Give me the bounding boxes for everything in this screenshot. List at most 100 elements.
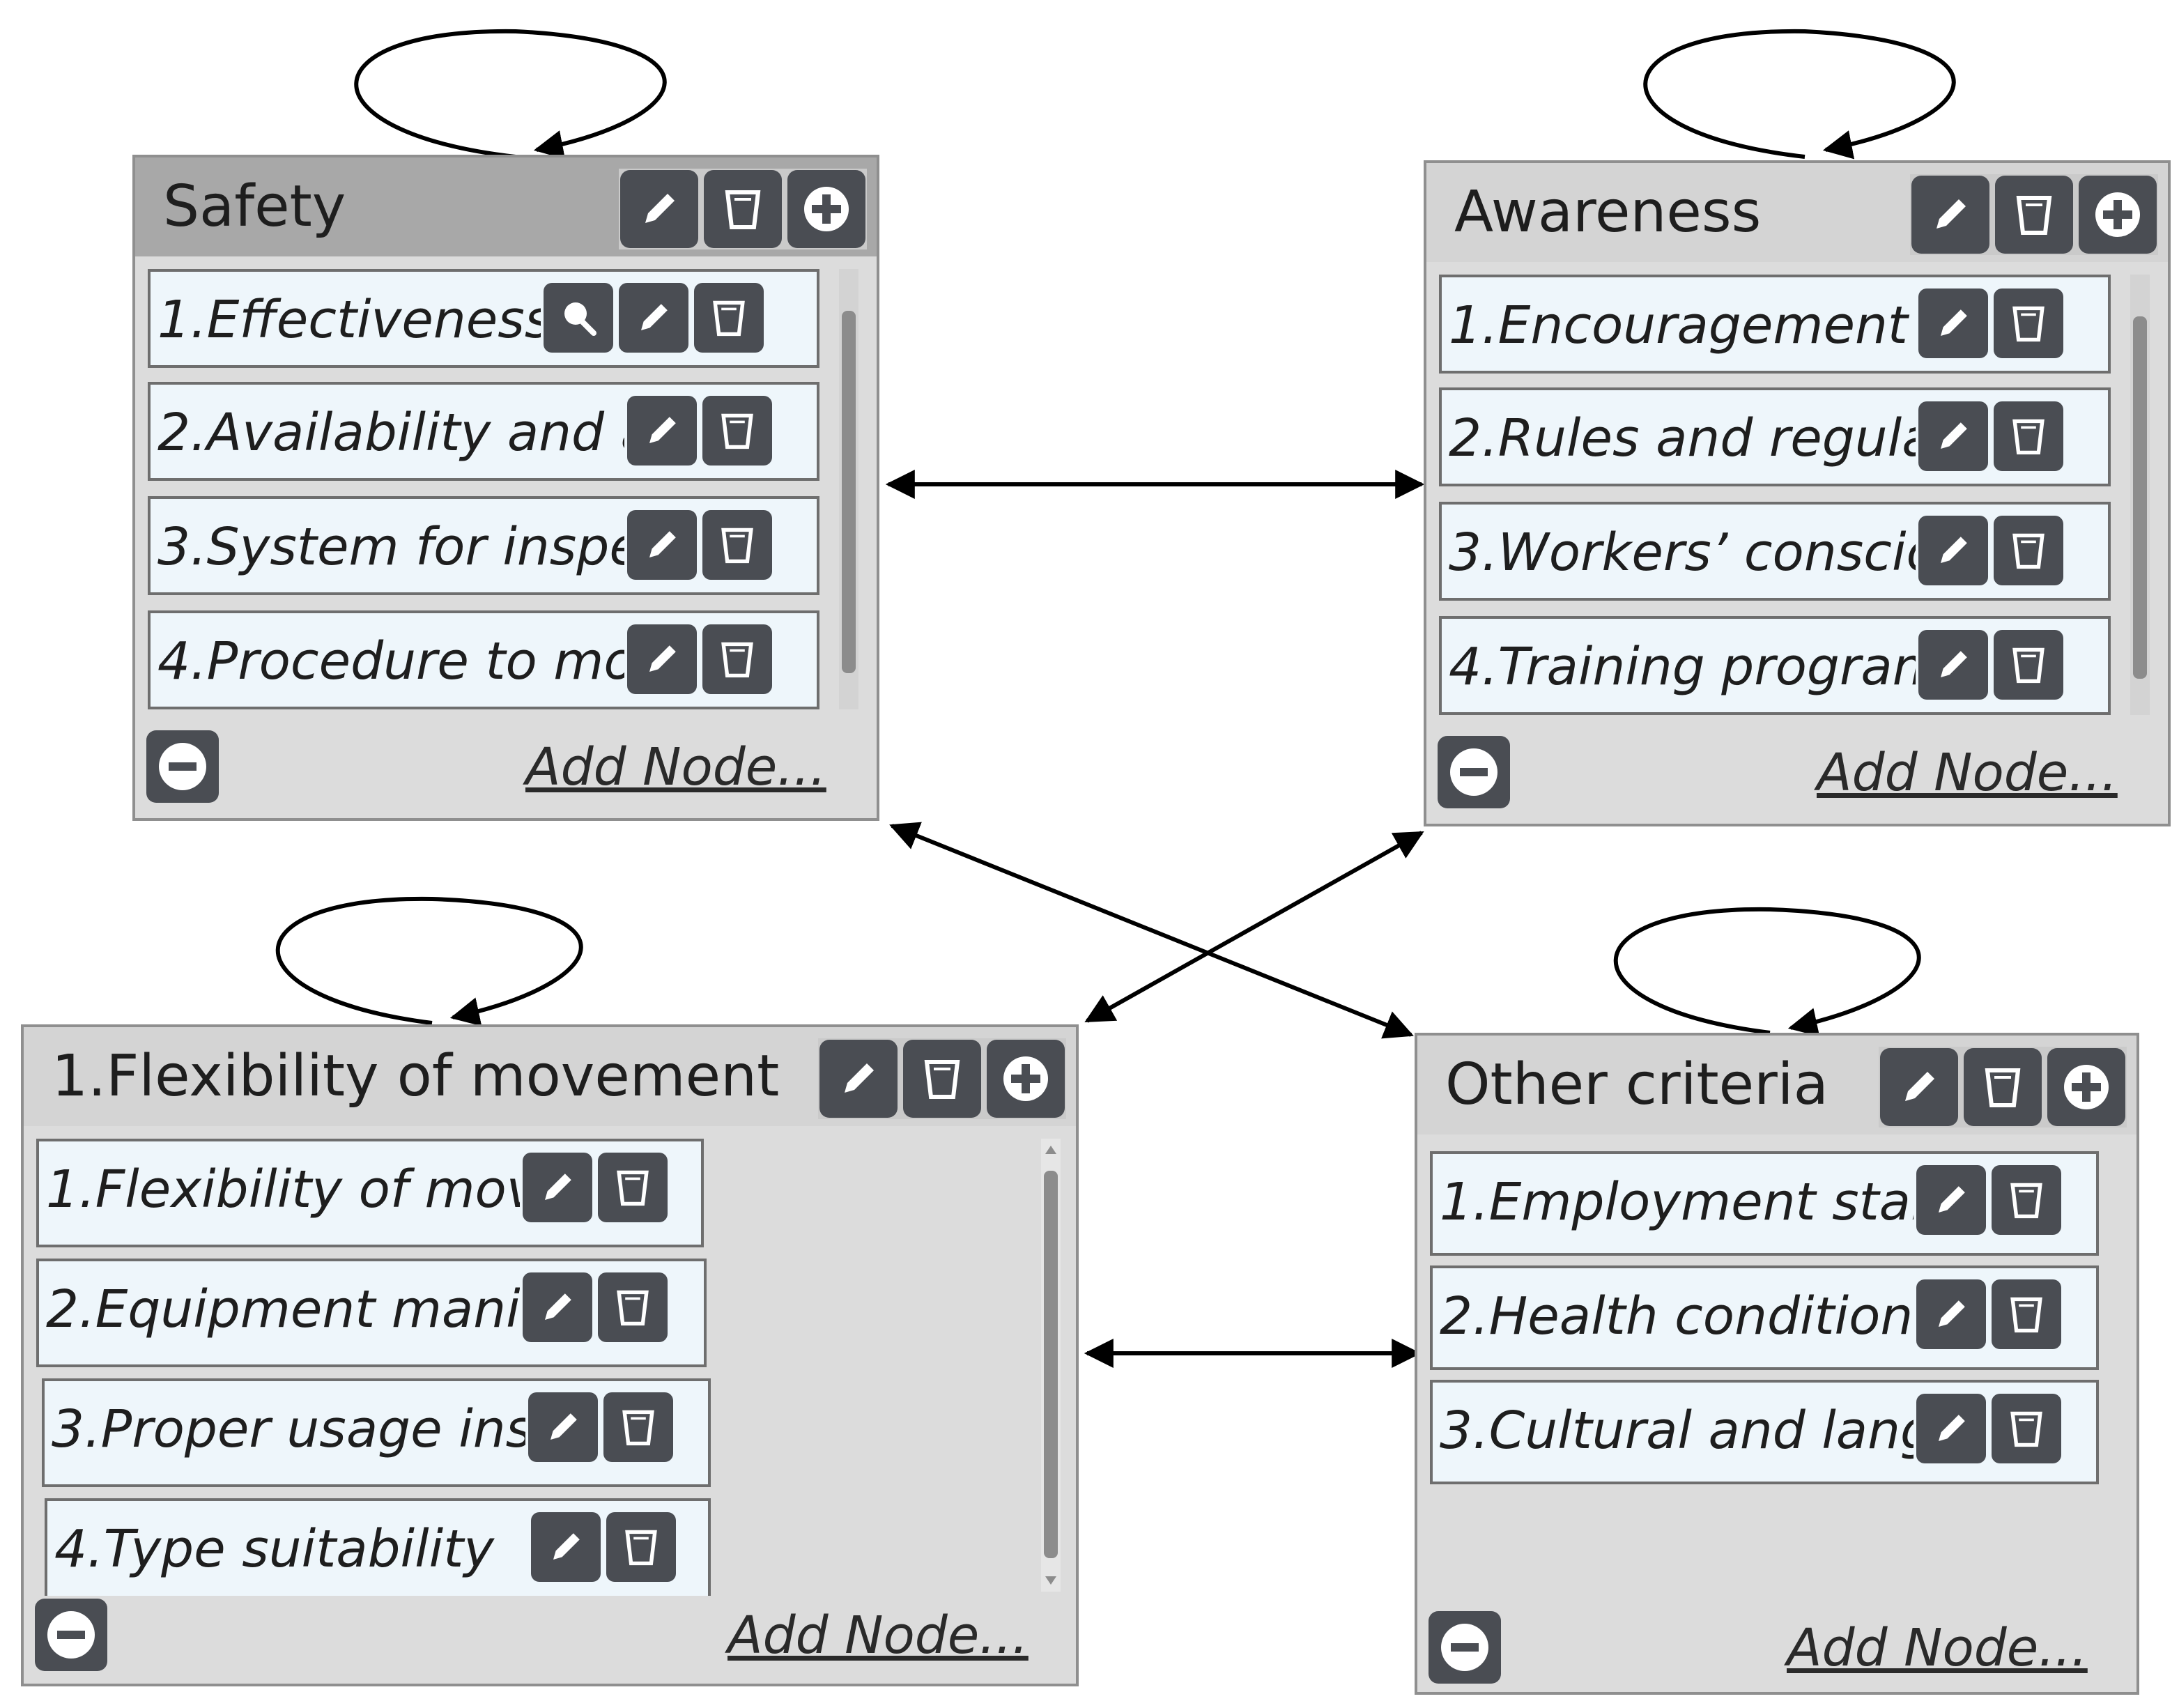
scrollbar-thumb[interactable] [1044, 1171, 1058, 1558]
add-node-link[interactable]: Add Node... [1817, 743, 2118, 803]
panel-tools [1910, 174, 2158, 255]
trash-icon [721, 528, 753, 564]
edit-panel-button[interactable] [1911, 176, 1989, 254]
add-child-button[interactable] [987, 1040, 1065, 1118]
item-tools [520, 1272, 670, 1342]
list-item[interactable]: 3.Cultural and langu [1430, 1380, 2099, 1484]
item-tools [528, 1512, 679, 1582]
item-label: 3.Cultural and langu [1440, 1401, 1966, 1461]
item-tools [525, 1392, 676, 1462]
delete-panel-button[interactable] [903, 1040, 981, 1118]
edit-item-button[interactable] [523, 1272, 592, 1342]
delete-item-button[interactable] [1994, 288, 2063, 358]
scrollbar[interactable] [1041, 1139, 1061, 1592]
add-child-button[interactable] [787, 170, 865, 248]
panel-other-criteria: Other criteria 1.Employment stab 2.Healt… [1415, 1033, 2139, 1695]
edit-item-button[interactable] [523, 1153, 592, 1222]
pencil-icon [641, 304, 668, 330]
add-node-link[interactable]: Add Node... [525, 737, 826, 797]
item-label: 1.Effectiveness [157, 290, 552, 350]
edit-item-button[interactable] [531, 1512, 601, 1582]
item-tools [1916, 288, 2066, 358]
plus-icon [804, 187, 849, 231]
edit-panel-button[interactable] [819, 1040, 898, 1118]
pencil-icon [645, 194, 675, 223]
edit-item-button[interactable] [627, 624, 697, 694]
panel-title: 1.Flexibility of movement [52, 1043, 780, 1109]
delete-item-button[interactable] [603, 1392, 673, 1462]
pencil-icon [1941, 422, 1967, 449]
edit-item-button[interactable] [627, 510, 697, 580]
panel-title: Other criteria [1445, 1052, 1828, 1118]
delete-item-button[interactable] [1994, 630, 2063, 700]
scrollbar[interactable] [839, 269, 858, 709]
collapse-button[interactable] [146, 730, 219, 803]
edit-item-button[interactable] [1918, 288, 1988, 358]
edit-item-button[interactable] [1916, 1279, 1986, 1349]
edit-item-button[interactable] [627, 396, 697, 466]
list-item[interactable]: 4.Procedure to mon [148, 610, 819, 709]
delete-panel-button[interactable] [704, 170, 782, 248]
list-item[interactable]: 2.Equipment manip [36, 1259, 707, 1367]
list-item[interactable]: 4.Training program [1439, 616, 2111, 715]
add-child-button[interactable] [2047, 1048, 2125, 1126]
list-item[interactable]: 2.Health conditions [1430, 1265, 2099, 1370]
trash-icon [617, 1290, 649, 1326]
edit-item-button[interactable] [1918, 401, 1988, 471]
pencil-icon [649, 645, 676, 672]
scroll-up-icon[interactable] [1041, 1140, 1061, 1160]
panel-title: Awareness [1454, 179, 1762, 245]
scrollbar-thumb[interactable] [842, 311, 856, 673]
delete-item-button[interactable] [598, 1153, 668, 1222]
list-item[interactable]: 4.Type suitability [45, 1498, 711, 1596]
panel-header: 1.Flexibility of movement [24, 1027, 1076, 1126]
panel-tools [818, 1038, 1066, 1119]
delete-item-button[interactable] [1992, 1165, 2061, 1235]
scrollbar[interactable] [2130, 275, 2150, 715]
delete-panel-button[interactable] [1995, 176, 2073, 254]
edit-item-button[interactable] [1916, 1165, 1986, 1235]
list-item[interactable]: 1.Employment stab [1430, 1151, 2099, 1256]
delete-item-button[interactable] [606, 1512, 676, 1582]
delete-item-button[interactable] [702, 396, 772, 466]
delete-item-button[interactable] [694, 283, 764, 353]
collapse-button[interactable] [1438, 736, 1510, 808]
delete-item-button[interactable] [1992, 1279, 2061, 1349]
delete-item-button[interactable] [598, 1272, 668, 1342]
delete-item-button[interactable] [702, 624, 772, 694]
item-tools [1914, 1165, 2064, 1235]
list-item[interactable]: 3.Workers’ consciou [1439, 502, 2111, 601]
collapse-button[interactable] [1429, 1611, 1501, 1684]
edit-panel-button[interactable] [620, 170, 698, 248]
add-node-link[interactable]: Add Node... [727, 1606, 1029, 1665]
collapse-button[interactable] [35, 1599, 107, 1671]
view-item-button[interactable] [544, 283, 613, 353]
list-item[interactable]: 1.Encouragement [1439, 275, 2111, 374]
list-item[interactable]: 3.Proper usage insti [42, 1378, 711, 1487]
list-item[interactable]: 1.Effectiveness [148, 269, 819, 368]
delete-item-button[interactable] [1994, 401, 2063, 471]
trash-icon [617, 1170, 649, 1206]
edit-item-button[interactable] [619, 283, 688, 353]
edit-item-button[interactable] [1918, 630, 1988, 700]
list-item[interactable]: 2.Rules and regulat [1439, 387, 2111, 486]
delete-item-button[interactable] [1994, 516, 2063, 585]
list-item[interactable]: 2.Availability and a [148, 382, 819, 481]
delete-panel-button[interactable] [1964, 1048, 2042, 1126]
edit-item-button[interactable] [1918, 516, 1988, 585]
pencil-icon [545, 1174, 571, 1200]
pencil-icon [1939, 1186, 1965, 1213]
delete-item-button[interactable] [702, 510, 772, 580]
pencil-icon [1941, 537, 1967, 563]
edit-panel-button[interactable] [1880, 1048, 1958, 1126]
delete-item-button[interactable] [1992, 1394, 2061, 1463]
scrollbar-thumb[interactable] [2133, 316, 2147, 679]
list-item[interactable]: 1.Flexibility of move [36, 1139, 704, 1247]
scroll-down-icon[interactable] [1041, 1571, 1061, 1590]
add-node-link[interactable]: Add Node... [1787, 1618, 2088, 1678]
list-item[interactable]: 3.System for inspec [148, 496, 819, 595]
edit-item-button[interactable] [528, 1392, 598, 1462]
edit-item-button[interactable] [1916, 1394, 1986, 1463]
trash-icon [625, 1530, 657, 1566]
add-child-button[interactable] [2079, 176, 2157, 254]
